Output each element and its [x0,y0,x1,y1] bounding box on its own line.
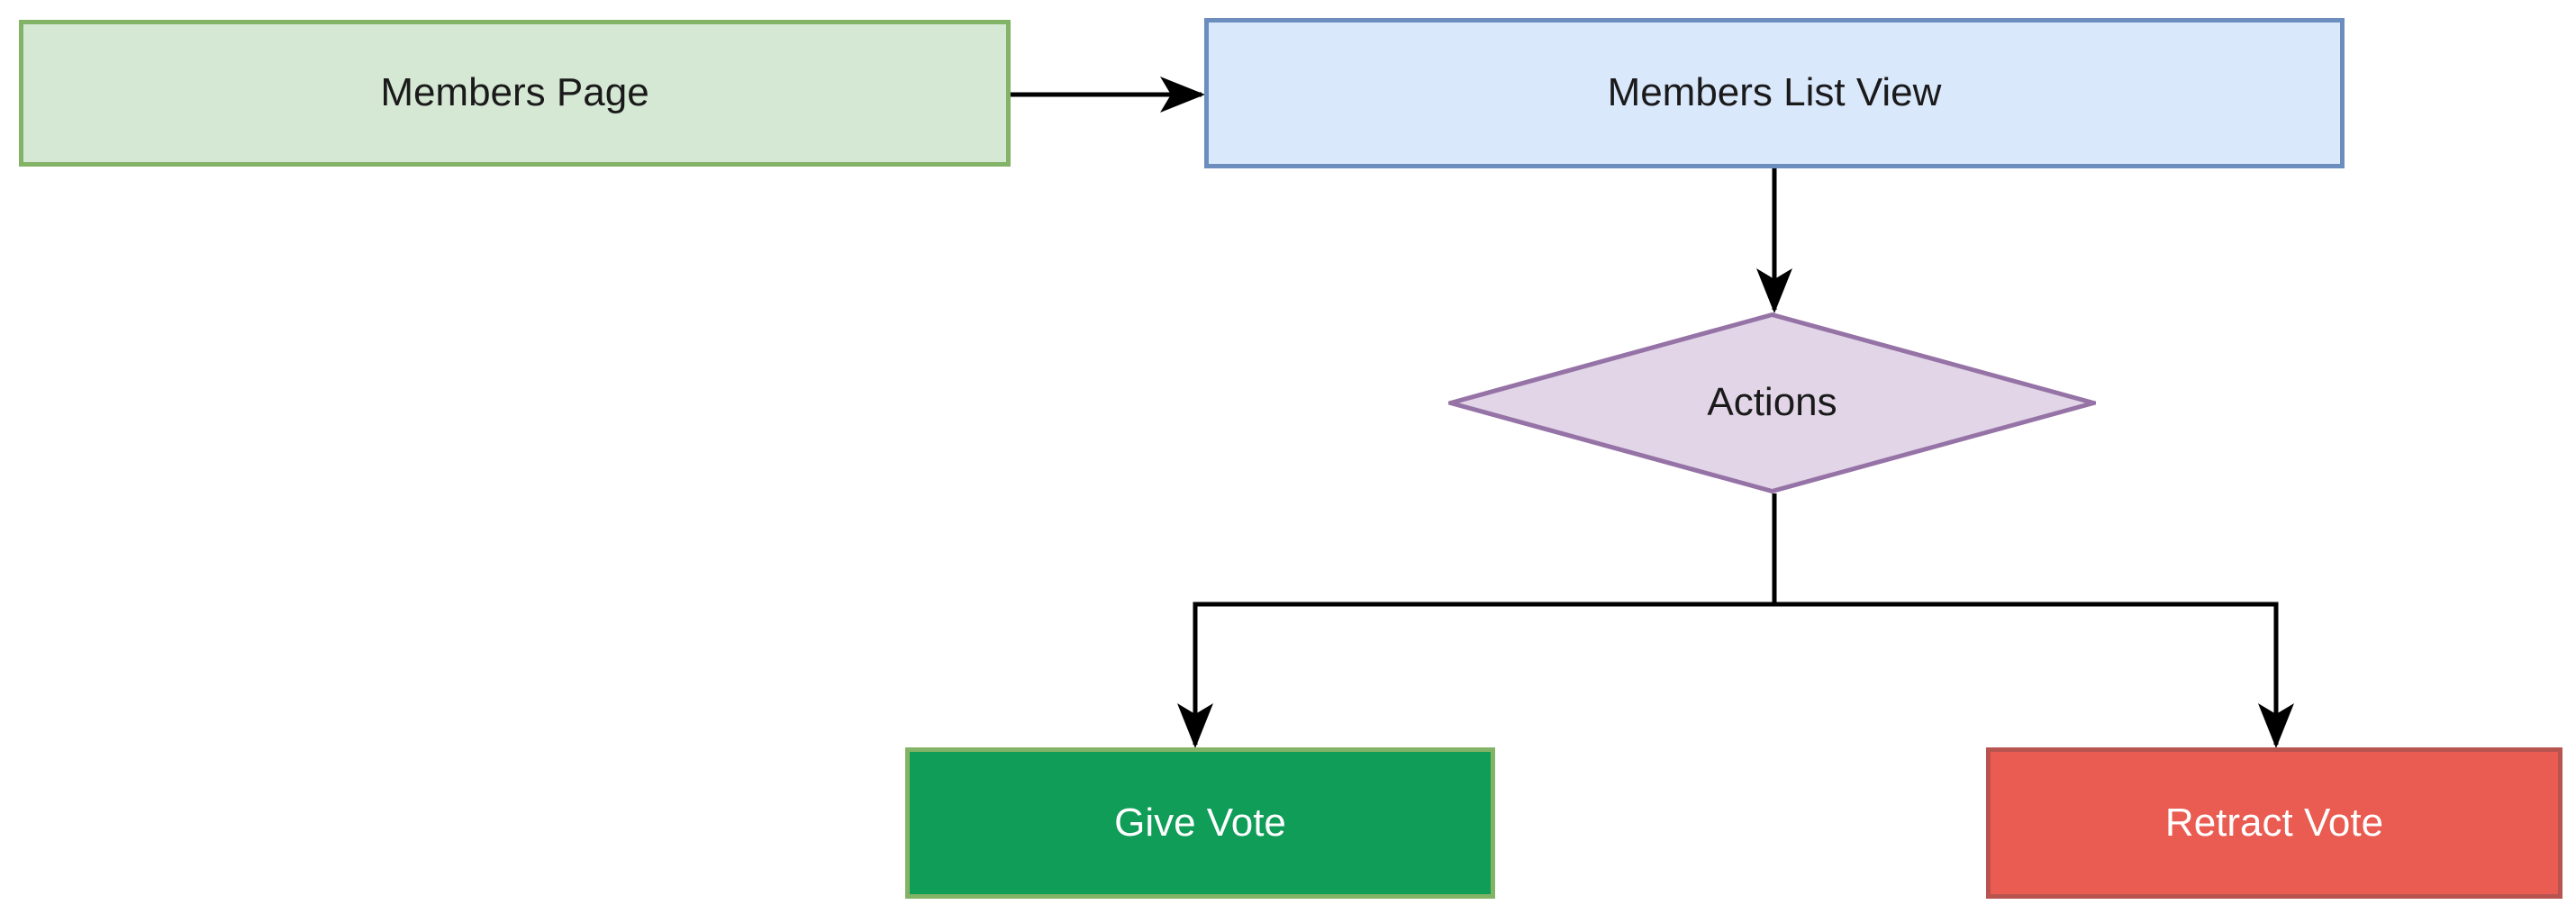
node-give-vote-label: Give Vote [1114,800,1286,845]
edge-actions-to-give-vote [1177,493,1777,749]
node-members-page[interactable]: Members Page [19,20,1011,167]
node-members-list-view-label: Members List View [1607,70,1942,115]
node-members-list-view[interactable]: Members List View [1204,18,2345,168]
edge-actions-to-retract-vote [1772,493,2294,749]
node-retract-vote-label: Retract Vote [2164,800,2384,845]
node-give-vote[interactable]: Give Vote [905,747,1495,899]
diamond-shape-icon [1448,312,2096,493]
node-retract-vote[interactable]: Retract Vote [1986,747,2562,899]
node-actions-decision[interactable]: Actions [1448,312,2096,493]
node-actions-label: Actions [1707,380,1837,425]
node-members-page-label: Members Page [380,70,649,115]
